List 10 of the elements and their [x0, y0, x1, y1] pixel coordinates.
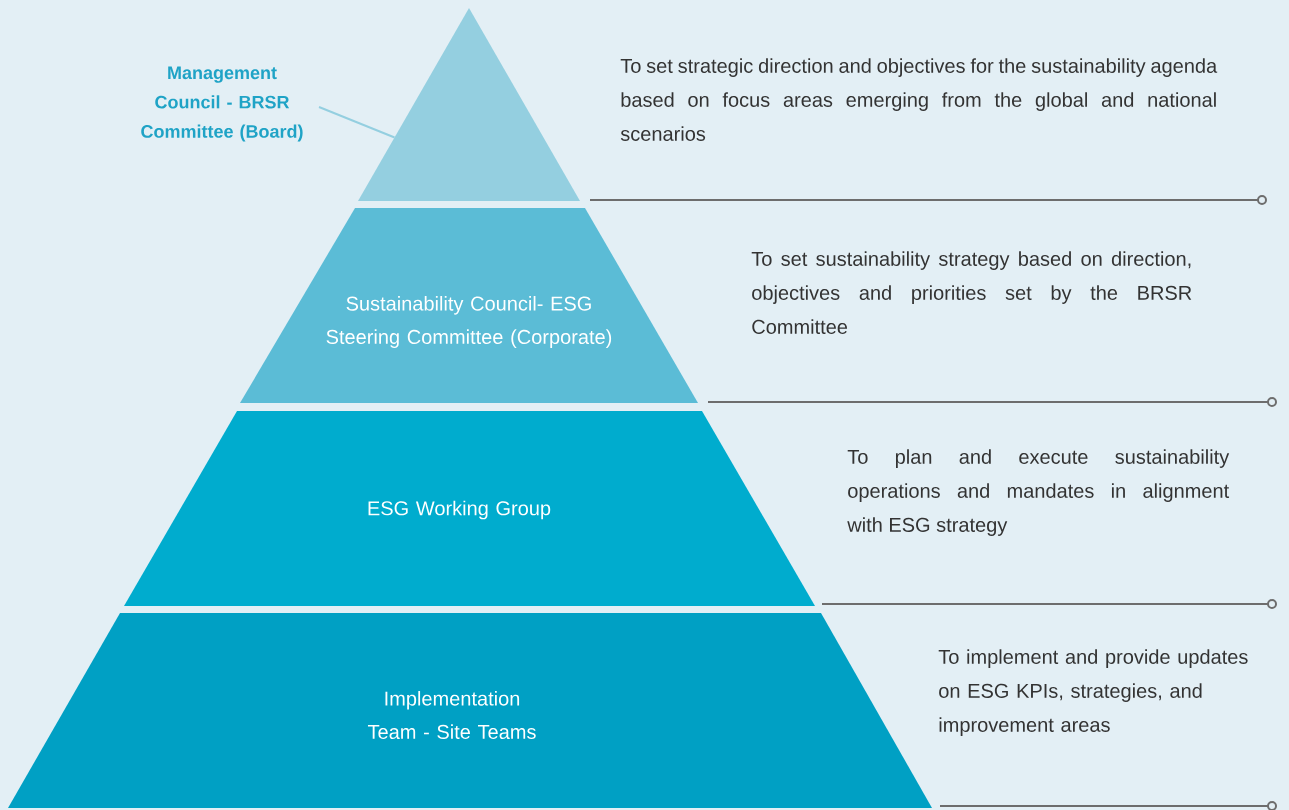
- tier-label: Management Council - BRSR Committee (Board): [141, 66, 303, 142]
- pyramid-tier: ESG Working Group: [124, 411, 815, 606]
- description-text: To set strategic direction and objectives for the sustainability agenda based on focus areas emerging from the global and national scenarios: [620, 58, 1218, 141]
- description-text: To plan and execute sustainability operations and mandates in alignment with ESG strategy: [847, 449, 1230, 536]
- pyramid-tier: Sustainability Council- ESG Steering Committee (Corporate): [240, 208, 698, 403]
- leader-line: [318, 106, 396, 139]
- description-text: To implement and provide updates on ESG KPIs, strategies, and improvement areas: [938, 649, 1248, 736]
- pyramid-tier: Implementation Team - Site Teams: [8, 613, 932, 808]
- pyramid-tier: [358, 8, 580, 201]
- description-text: To set sustainability strategy based on direction, objectives and priorities set by the BRSR Committee: [751, 251, 1192, 334]
